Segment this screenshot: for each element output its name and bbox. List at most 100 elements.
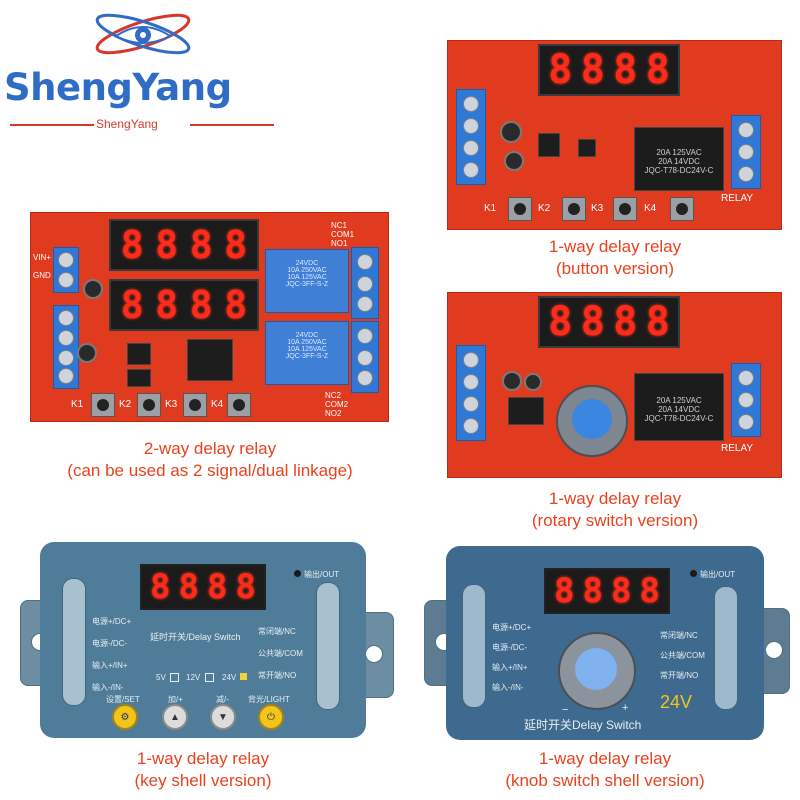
- display-digit: 8: [189, 283, 213, 327]
- ic-chip: [578, 139, 596, 157]
- relay-rating-2: 20A 14VDC: [658, 157, 700, 166]
- terminal-block-input: [53, 305, 79, 389]
- caption-title: 2-way delay relay: [143, 439, 277, 458]
- side-slot: [316, 582, 340, 710]
- display-digit: 8: [224, 223, 248, 267]
- pcb-2way-version: 8 8 8 8 8 8 8 8 VIN+ GND NC1 COM1 NO1 24…: [30, 212, 389, 422]
- display-digit: 8: [611, 571, 632, 611]
- screw: [58, 368, 74, 384]
- led-display: 8 8 8 8: [109, 279, 259, 331]
- screw: [738, 122, 754, 138]
- brand-name: ShengYang: [4, 66, 232, 109]
- display-digit: 8: [639, 571, 660, 611]
- screw: [463, 396, 479, 412]
- minus-button[interactable]: ▼: [210, 704, 236, 730]
- side-slot: [62, 578, 86, 706]
- pin-label: NO2: [325, 409, 342, 418]
- terminal-label: 电源+/DC+: [92, 617, 132, 626]
- terminal-block-right: [731, 363, 761, 437]
- display-digit: 8: [645, 47, 670, 93]
- button-label: 加/+: [168, 695, 183, 704]
- display-digit: 8: [235, 567, 256, 607]
- caption-button-version: 1-way delay relay (button version): [450, 236, 780, 280]
- relay-spec: 10A 250VAC: [287, 339, 327, 346]
- capacitor: [524, 373, 542, 391]
- caption-title: 1-way delay relay: [538, 749, 672, 768]
- pin-label: NC2: [325, 391, 342, 400]
- key-button[interactable]: [670, 197, 694, 221]
- button-label: 背光/LIGHT: [248, 695, 290, 704]
- relay-rating-1: 20A 125VAC: [656, 148, 702, 157]
- screw: [738, 392, 754, 408]
- key-label: K1: [71, 399, 84, 410]
- key-button[interactable]: [613, 197, 637, 221]
- key-button[interactable]: [91, 393, 115, 417]
- plus-button[interactable]: ▲: [162, 704, 188, 730]
- display-digit: 8: [548, 299, 573, 345]
- display-digit: 8: [548, 47, 573, 93]
- screw: [463, 118, 479, 134]
- display-digit: 8: [554, 571, 575, 611]
- ic-chip: [127, 369, 151, 387]
- display-digit: 8: [582, 571, 603, 611]
- screw: [357, 296, 373, 312]
- terminal-block-power: [53, 247, 79, 293]
- side-slot: [462, 584, 486, 708]
- screw: [58, 330, 74, 346]
- capacitor: [504, 151, 524, 171]
- terminal-label: 输入+/IN+: [92, 661, 128, 670]
- screw: [463, 352, 479, 368]
- relay-spec: 24VDC: [295, 332, 319, 339]
- caption-2way-version: 2-way delay relay (can be used as 2 sign…: [20, 438, 400, 482]
- screw: [357, 276, 373, 292]
- key-label: K1: [484, 203, 497, 214]
- relay-spec: 10A 250VAC: [287, 267, 327, 274]
- screw: [357, 350, 373, 366]
- capacitor: [83, 279, 103, 299]
- key-button[interactable]: [227, 393, 251, 417]
- relay-rating-1: 20A 125VAC: [656, 396, 702, 405]
- voltage-checkbox: [170, 673, 179, 682]
- brand-logo: ShengYang ShengYang: [0, 0, 280, 140]
- caption-rotary-version: 1-way delay relay (rotary switch version…: [450, 488, 780, 532]
- rotary-knob[interactable]: [558, 632, 636, 710]
- relay: 24VDC 10A 250VAC 10A 125VAC JQC-3FF-S-Z: [265, 321, 349, 385]
- screw: [357, 370, 373, 386]
- output-label: 输出/OUT: [700, 570, 736, 579]
- display-digit: 8: [178, 567, 199, 607]
- pin-label: COM1: [331, 230, 355, 239]
- relay-model: JQC-3FF-S-Z: [285, 353, 329, 360]
- terminal-label: 常闭端/NC: [258, 627, 296, 636]
- display-digit: 8: [150, 567, 171, 607]
- key-button[interactable]: [562, 197, 586, 221]
- rotary-knob[interactable]: [556, 385, 628, 457]
- led-display: 8 8 8 8: [538, 44, 680, 96]
- caption-subtitle: (rotary switch version): [531, 511, 699, 530]
- key-label: K4: [211, 399, 224, 410]
- key-label: K4: [644, 203, 657, 214]
- key-shell-body: 8 8 8 8 输出/OUT 电源+/DC+ 电源-/DC- 输入+/IN+ 输…: [40, 542, 366, 738]
- caption-knob-shell-version: 1-way delay relay (knob switch shell ver…: [440, 748, 770, 792]
- display-digit: 8: [613, 47, 638, 93]
- brand-divider: [10, 124, 94, 126]
- screw: [58, 272, 74, 288]
- set-button[interactable]: ⚙: [112, 704, 138, 730]
- terminal-label: 常开端/NO: [258, 671, 297, 680]
- key-button[interactable]: [183, 393, 207, 417]
- output-led: [294, 570, 301, 577]
- key-button[interactable]: [508, 197, 532, 221]
- key-button[interactable]: [137, 393, 161, 417]
- key-label: K2: [119, 399, 132, 410]
- light-button[interactable]: ⏻: [258, 704, 284, 730]
- up-arrow-icon: ▲: [170, 711, 180, 723]
- relay: 24VDC 10A 250VAC 10A 125VAC JQC-3FF-S-Z: [265, 249, 349, 313]
- mcu-chip: [187, 339, 233, 381]
- capacitor: [77, 343, 97, 363]
- button-label: 设置/SET: [106, 695, 140, 704]
- knob-plus-sign: +: [622, 702, 629, 714]
- ic-chip: [538, 133, 560, 157]
- relay-rating-2: 20A 14VDC: [658, 405, 700, 414]
- display-digit: 8: [120, 223, 144, 267]
- display-digit: 8: [207, 567, 228, 607]
- terminal-label: 电源-/DC-: [492, 643, 528, 652]
